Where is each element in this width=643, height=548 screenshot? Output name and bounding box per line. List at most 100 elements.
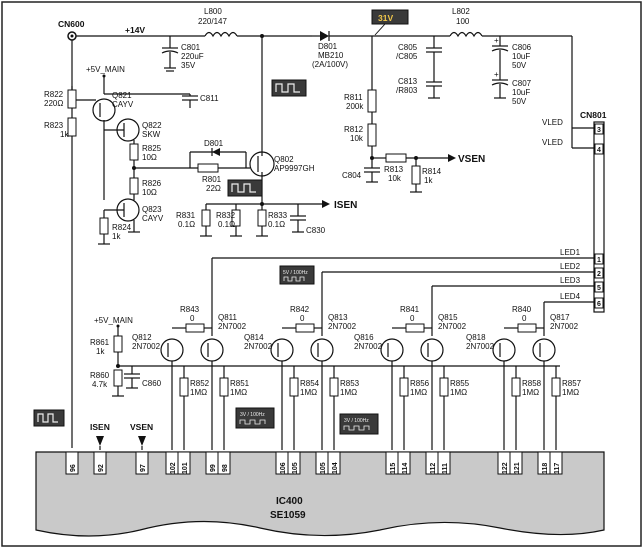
svg-text:117: 117 xyxy=(554,463,561,474)
led2-label: LED2 xyxy=(560,262,581,271)
svg-text:112: 112 xyxy=(430,463,437,474)
r851-val: 1MΩ xyxy=(230,388,247,397)
svg-text:97: 97 xyxy=(140,464,147,472)
r823-ref: R823 xyxy=(44,121,64,130)
r814-val: 1k xyxy=(424,176,433,185)
r841-val: 0 xyxy=(410,314,415,323)
svg-text:121: 121 xyxy=(514,462,521,474)
r826-ref: R826 xyxy=(142,179,162,188)
c804-ref: C804 xyxy=(342,171,362,180)
q821-type: CAYV xyxy=(112,100,134,109)
svg-text:102: 102 xyxy=(170,462,177,474)
r854-val: 1MΩ xyxy=(300,388,317,397)
c860-ref: C860 xyxy=(142,379,162,388)
r813-ref: R813 xyxy=(384,165,404,174)
isen-net-label: ISEN xyxy=(334,200,357,211)
vled-2-label: VLED xyxy=(542,138,563,147)
svg-text:1: 1 xyxy=(597,257,601,264)
d801-rating: (2A/100V) xyxy=(312,60,348,69)
d801-small-ref: D801 xyxy=(204,139,224,148)
r811-val: 200k xyxy=(346,102,364,111)
r814 xyxy=(411,165,421,185)
svg-text:2: 2 xyxy=(597,271,601,278)
svg-text:5: 5 xyxy=(597,285,601,292)
q815-part: 2N7002 xyxy=(438,322,467,331)
r860-ref: R860 xyxy=(90,371,110,380)
r842-ref: R842 xyxy=(290,305,310,314)
r842-val: 0 xyxy=(300,314,305,323)
q823-ref: Q823 xyxy=(142,205,162,214)
vsen-net-label: VSEN xyxy=(458,154,485,165)
scope-tag-drain xyxy=(227,179,263,197)
cn801-label: CN801 xyxy=(580,110,607,120)
c801-volt: 35V xyxy=(181,61,196,70)
r860-val: 4.7k xyxy=(92,380,108,389)
svg-text:114: 114 xyxy=(402,463,409,474)
r854-ref: R854 xyxy=(300,379,320,388)
q813-part: 2N7002 xyxy=(328,322,357,331)
svg-text:122: 122 xyxy=(502,462,509,474)
r851-ref: R851 xyxy=(230,379,250,388)
cn801-body xyxy=(593,121,605,313)
q802-part: AP9997GH xyxy=(274,164,315,173)
q802-ref: Q802 xyxy=(274,155,294,164)
scope-tag-31v xyxy=(371,9,409,25)
r824-val: 1k xyxy=(112,232,121,241)
d801-ref: D801 xyxy=(318,42,338,51)
r861-ref: R861 xyxy=(90,338,110,347)
q811-part: 2N7002 xyxy=(218,322,247,331)
c806-ref: C806 xyxy=(512,43,532,52)
r852-ref: R852 xyxy=(190,379,210,388)
c807-cap: 10uF xyxy=(512,88,530,97)
r831-val: 0.1Ω xyxy=(178,220,195,229)
svg-text:105: 105 xyxy=(292,462,299,474)
q812-part: 2N7002 xyxy=(132,342,161,351)
c806-volt: 50V xyxy=(512,61,527,70)
c813-ref: C813 xyxy=(398,77,418,86)
r832-val: 0.1Ω xyxy=(218,220,235,229)
isen-ic-label: ISEN xyxy=(90,422,110,432)
c805-ref: C805 xyxy=(398,43,418,52)
svg-text:4: 4 xyxy=(597,147,601,154)
svg-text:104: 104 xyxy=(332,462,339,474)
q818-part: 2N7002 xyxy=(466,342,495,351)
d801-diode xyxy=(320,31,329,41)
scope-tag-gate xyxy=(271,79,307,97)
r811 xyxy=(367,89,377,113)
r840-val: 0 xyxy=(522,314,527,323)
c801-ref: C801 xyxy=(181,43,201,52)
svg-text:92: 92 xyxy=(98,464,105,472)
q815-ref: Q815 xyxy=(438,313,458,322)
l802-val: 100 xyxy=(456,17,470,26)
svg-text:3: 3 xyxy=(597,127,601,134)
r812-ref: R812 xyxy=(344,125,364,134)
c801-cap: 220uF xyxy=(181,52,204,61)
r855-ref: R855 xyxy=(450,379,470,388)
c807-volt: 50V xyxy=(512,97,527,106)
q822-ref: Q822 xyxy=(142,121,162,130)
led1-label: LED1 xyxy=(560,248,581,257)
scope-tag-31v-text: 31V xyxy=(378,13,393,23)
svg-text:5V / 100Hz: 5V / 100Hz xyxy=(283,270,308,276)
q814-mosfet xyxy=(270,338,294,362)
l802-ref: L802 xyxy=(452,7,470,16)
r801-ref: R801 xyxy=(202,175,222,184)
l800-ref: L800 xyxy=(204,7,222,16)
r826-val: 10Ω xyxy=(142,188,157,197)
q816-ref: Q816 xyxy=(354,333,374,342)
d801-part: MB210 xyxy=(318,51,344,60)
r857-val: 1MΩ xyxy=(562,388,579,397)
svg-text:106: 106 xyxy=(280,462,287,474)
svg-text:111: 111 xyxy=(442,463,449,474)
svg-text:3V / 100Hz: 3V / 100Hz xyxy=(240,412,265,418)
q811-ref: Q811 xyxy=(218,313,238,322)
r853-val: 1MΩ xyxy=(340,388,357,397)
svg-text:+: + xyxy=(494,36,499,45)
svg-text:6: 6 xyxy=(597,301,601,308)
vled-1-label: VLED xyxy=(542,118,563,127)
c806-cap: 10uF xyxy=(512,52,530,61)
r841-ref: R841 xyxy=(400,305,420,314)
scope-tag-5v-100hz xyxy=(279,265,315,285)
r825-val: 10Ω xyxy=(142,153,157,162)
